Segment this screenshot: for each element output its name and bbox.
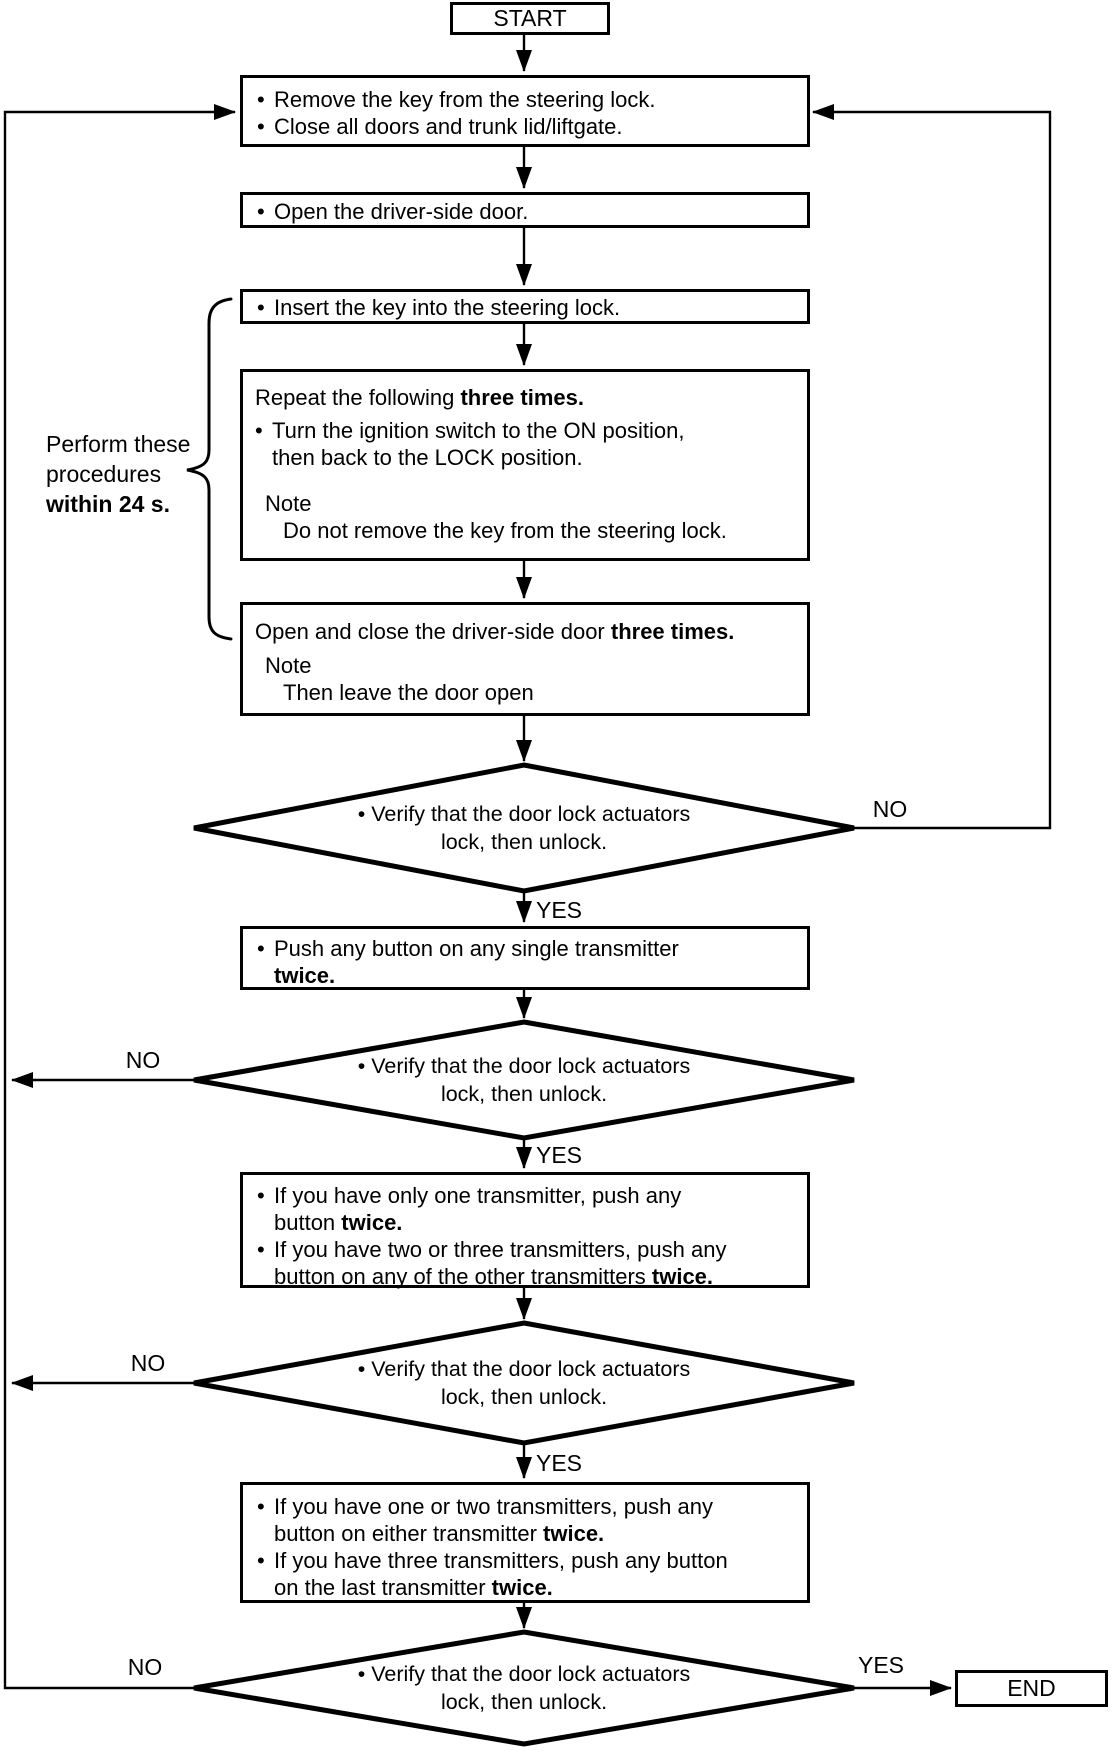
bullet-icon: • [257, 295, 265, 320]
decision-text: lock, then unlock. [440, 1082, 608, 1106]
step-repeat-ignition-box: Repeat the following three times. •Turn … [240, 369, 810, 561]
decision-verify-4: • Verify that the door lock actuators lo… [224, 1660, 824, 1716]
step-text: •If you have one or two transmitters, pu… [257, 1494, 714, 1519]
step-text: button twice. [274, 1210, 403, 1235]
decision-text: • Verify that the door lock actuators [357, 1357, 691, 1381]
yes-label-4: YES [857, 1652, 905, 1678]
step-text: twice. [274, 963, 336, 988]
bullet-icon: • [257, 1237, 265, 1262]
decision-text: • Verify that the door lock actuators [357, 802, 691, 826]
step-text: button on either transmitter twice. [274, 1521, 605, 1546]
step-text: •Insert the key into the steering lock. [257, 295, 621, 320]
connector-decision4-no-return-left [3, 104, 236, 1690]
bullet-icon: • [255, 418, 263, 443]
bullet-icon: • [257, 1183, 265, 1208]
no-label-2: NO [125, 1047, 161, 1073]
yes-label-2: YES [536, 1142, 583, 1168]
bullet-icon: • [357, 1662, 366, 1686]
step-text: button on any of the other transmitters … [274, 1264, 714, 1289]
step-open-close-door-box: Open and close the driver-side door thre… [240, 602, 810, 716]
step-title: Repeat the following three times. [255, 385, 584, 410]
grouping-brace [186, 297, 233, 641]
no-label-1: NO [872, 796, 908, 822]
bullet-icon: • [257, 936, 265, 961]
note-label: Note [265, 491, 312, 516]
note-text: Do not remove the key from the steering … [283, 518, 727, 543]
step-text: •Remove the key from the steering lock. [257, 87, 656, 112]
step-one-or-two-transmitters-box: •If you have one or two transmitters, pu… [240, 1482, 810, 1603]
side-note-line: Perform these [46, 431, 191, 457]
decision-verify-3: • Verify that the door lock actuators lo… [224, 1355, 824, 1411]
start-node: START [450, 2, 610, 35]
connector-decision1-no-return-right [812, 104, 1052, 830]
step-remove-key-box: •Remove the key from the steering lock. … [240, 75, 810, 147]
decision-text: lock, then unlock. [440, 830, 608, 854]
bullet-icon: • [357, 1054, 366, 1078]
bullet-icon: • [257, 114, 265, 139]
decision-diamond-4 [193, 1629, 855, 1747]
decision-verify-2: • Verify that the door lock actuators lo… [224, 1052, 824, 1108]
decision-text: • Verify that the door lock actuators [357, 1662, 691, 1686]
bullet-icon: • [257, 199, 265, 224]
step-text: •If you have two or three transmitters, … [257, 1237, 727, 1262]
decision-text: lock, then unlock. [440, 1385, 608, 1409]
yes-label-3: YES [536, 1450, 583, 1476]
step-text: then back to the LOCK position. [272, 445, 583, 470]
start-label: START [493, 5, 567, 31]
end-node: END [955, 1670, 1108, 1707]
step-text: •Close all doors and trunk lid/liftgate. [257, 114, 623, 139]
step-text: •Open the driver-side door. [257, 199, 529, 224]
step-text: •Turn the ignition switch to the ON posi… [255, 418, 685, 443]
decision-text: lock, then unlock. [440, 1690, 608, 1714]
side-note-line: within 24 s. [46, 491, 170, 517]
step-title: Open and close the driver-side door thre… [255, 619, 735, 644]
no-label-3: NO [130, 1350, 166, 1376]
bullet-icon: • [257, 1494, 265, 1519]
yes-label-1: YES [536, 897, 583, 923]
end-label: END [1007, 1675, 1056, 1701]
note-text: Then leave the door open [283, 680, 534, 705]
no-label-4: NO [127, 1654, 163, 1680]
step-insert-key-box: •Insert the key into the steering lock. [240, 289, 810, 324]
step-text: •If you have three transmitters, push an… [257, 1548, 728, 1573]
step-one-transmitter-box: •If you have only one transmitter, push … [240, 1172, 810, 1289]
bullet-icon: • [357, 1357, 366, 1381]
bullet-icon: • [257, 87, 265, 112]
step-text: •Push any button on any single transmitt… [257, 936, 679, 961]
bullet-icon: • [257, 1548, 265, 1573]
side-note-line: procedures [46, 461, 162, 487]
step-open-door-box: •Open the driver-side door. [240, 192, 810, 228]
step-text: on the last transmitter twice. [274, 1575, 553, 1600]
bullet-icon: • [357, 802, 366, 826]
decision-verify-1: • Verify that the door lock actuators lo… [224, 800, 824, 856]
step-push-any-button-box: •Push any button on any single transmitt… [240, 926, 810, 990]
side-note: Perform these procedures within 24 s. [46, 429, 190, 519]
note-label: Note [265, 653, 312, 678]
decision-text: • Verify that the door lock actuators [357, 1054, 691, 1078]
step-text: •If you have only one transmitter, push … [257, 1183, 682, 1208]
